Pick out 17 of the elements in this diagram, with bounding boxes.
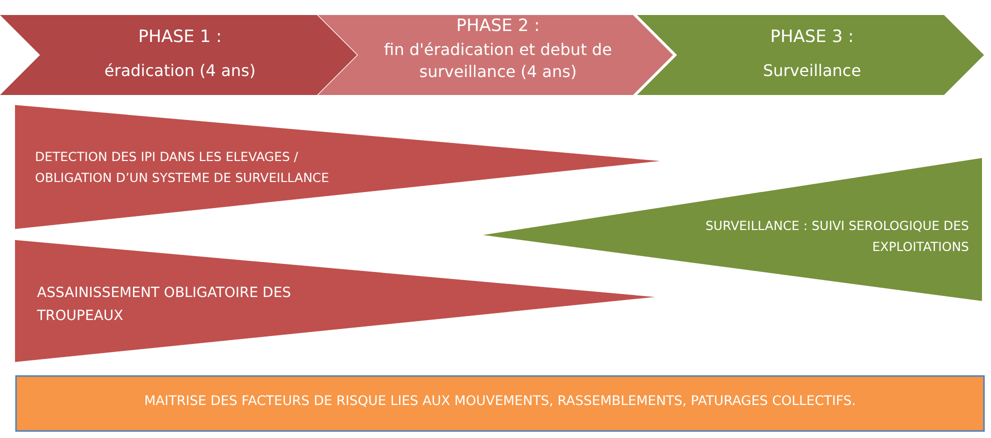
phase-heading: PHASE 3 : [769,27,855,48]
band-text: ASSAINISSEMENT OBLIGATOIRE DES TROUPEAUX [37,284,292,326]
phase-heading: PHASE 1 : [137,27,223,48]
phase-description: fin d'éradication et debut de surveillance (4 ans) [383,39,613,82]
phase-description: Surveillance [762,61,862,80]
band-text: SURVEILLANCE : SUIVI SEROLOGIQUE DES EXPLOITATIONS [704,217,969,256]
phase-banner [637,15,984,95]
phase-description: éradication (4 ans) [103,61,257,80]
tapering-band [15,105,660,229]
phase-banner [318,15,673,95]
phase-heading: PHASE 2 : [455,16,541,36]
tapering-band [483,158,982,301]
tapering-band [15,240,655,362]
band-text: MAITRISE DES FACTEURS DE RISQUE LIES AUX MOUVEMENTS, RASSEMBLEMENTS, PATURAGES COLLECTIFS. [143,394,857,410]
measure-banner [15,375,985,432]
band-text: DETECTION DES IPI DANS LES ELEVAGES / OBLIGATION D’UN SYSTEME DE SURVEILLANCE [35,148,330,187]
phase-banner [0,15,357,95]
